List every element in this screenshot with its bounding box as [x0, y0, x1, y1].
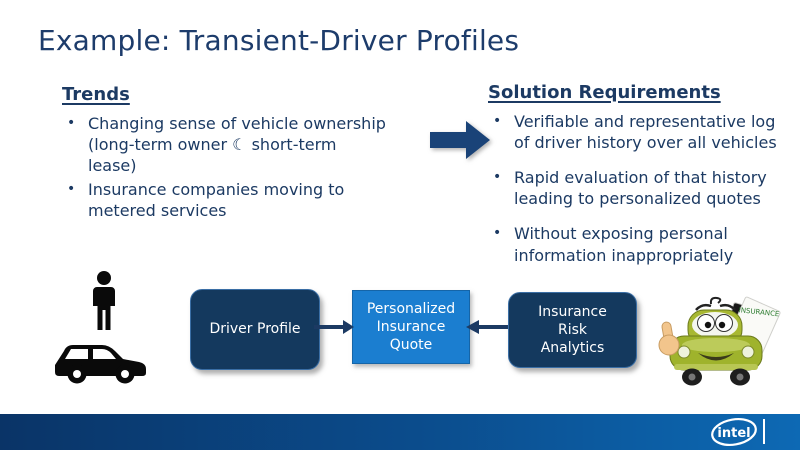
solution-bullet-3: Without exposing personal information in…	[488, 223, 792, 265]
flow-arrow-right-icon	[314, 320, 354, 334]
solution-requirements-section: Solution Requirements Verifiable and rep…	[488, 82, 792, 297]
trends-bullet-list: Changing sense of vehicle ownership (lon…	[62, 113, 386, 222]
block-arrow-icon	[430, 121, 490, 159]
solution-requirements-heading: Solution Requirements	[488, 82, 721, 103]
flow-arrow-left-icon	[466, 320, 510, 334]
intel-logo-icon: intel	[711, 418, 757, 446]
trends-heading: Trends	[62, 84, 130, 105]
insurance-risk-analytics-label: Insurance Risk Analytics	[538, 303, 607, 357]
insurance-risk-analytics-box: Insurance Risk Analytics	[508, 292, 637, 368]
footer-bar: intel	[0, 414, 800, 450]
personalized-quote-box: Personalized Insurance Quote	[352, 290, 470, 364]
footer-divider	[763, 419, 765, 444]
intel-logo-text: intel	[717, 426, 750, 441]
trends-section: Trends Changing sense of vehicle ownersh…	[62, 84, 386, 222]
trends-bullet-2: Insurance companies moving to metered se…	[62, 179, 386, 221]
page-title: Example: Transient-Driver Profiles	[38, 24, 520, 57]
solution-bullet-list: Verifiable and representative log of dri…	[488, 111, 792, 266]
car-icon	[55, 345, 146, 384]
car-mascot-thumbs-up-icon: INSURANCE	[658, 296, 781, 386]
person-icon	[93, 271, 115, 330]
driver-profile-label: Driver Profile	[209, 321, 301, 338]
trends-bullet-1: Changing sense of vehicle ownership (lon…	[62, 113, 386, 176]
solution-bullet-2: Rapid evaluation of that history leading…	[488, 167, 792, 209]
solution-bullet-1: Verifiable and representative log of dri…	[488, 111, 792, 153]
personalized-quote-label: Personalized Insurance Quote	[366, 300, 456, 354]
driver-profile-box: Driver Profile	[190, 289, 320, 370]
